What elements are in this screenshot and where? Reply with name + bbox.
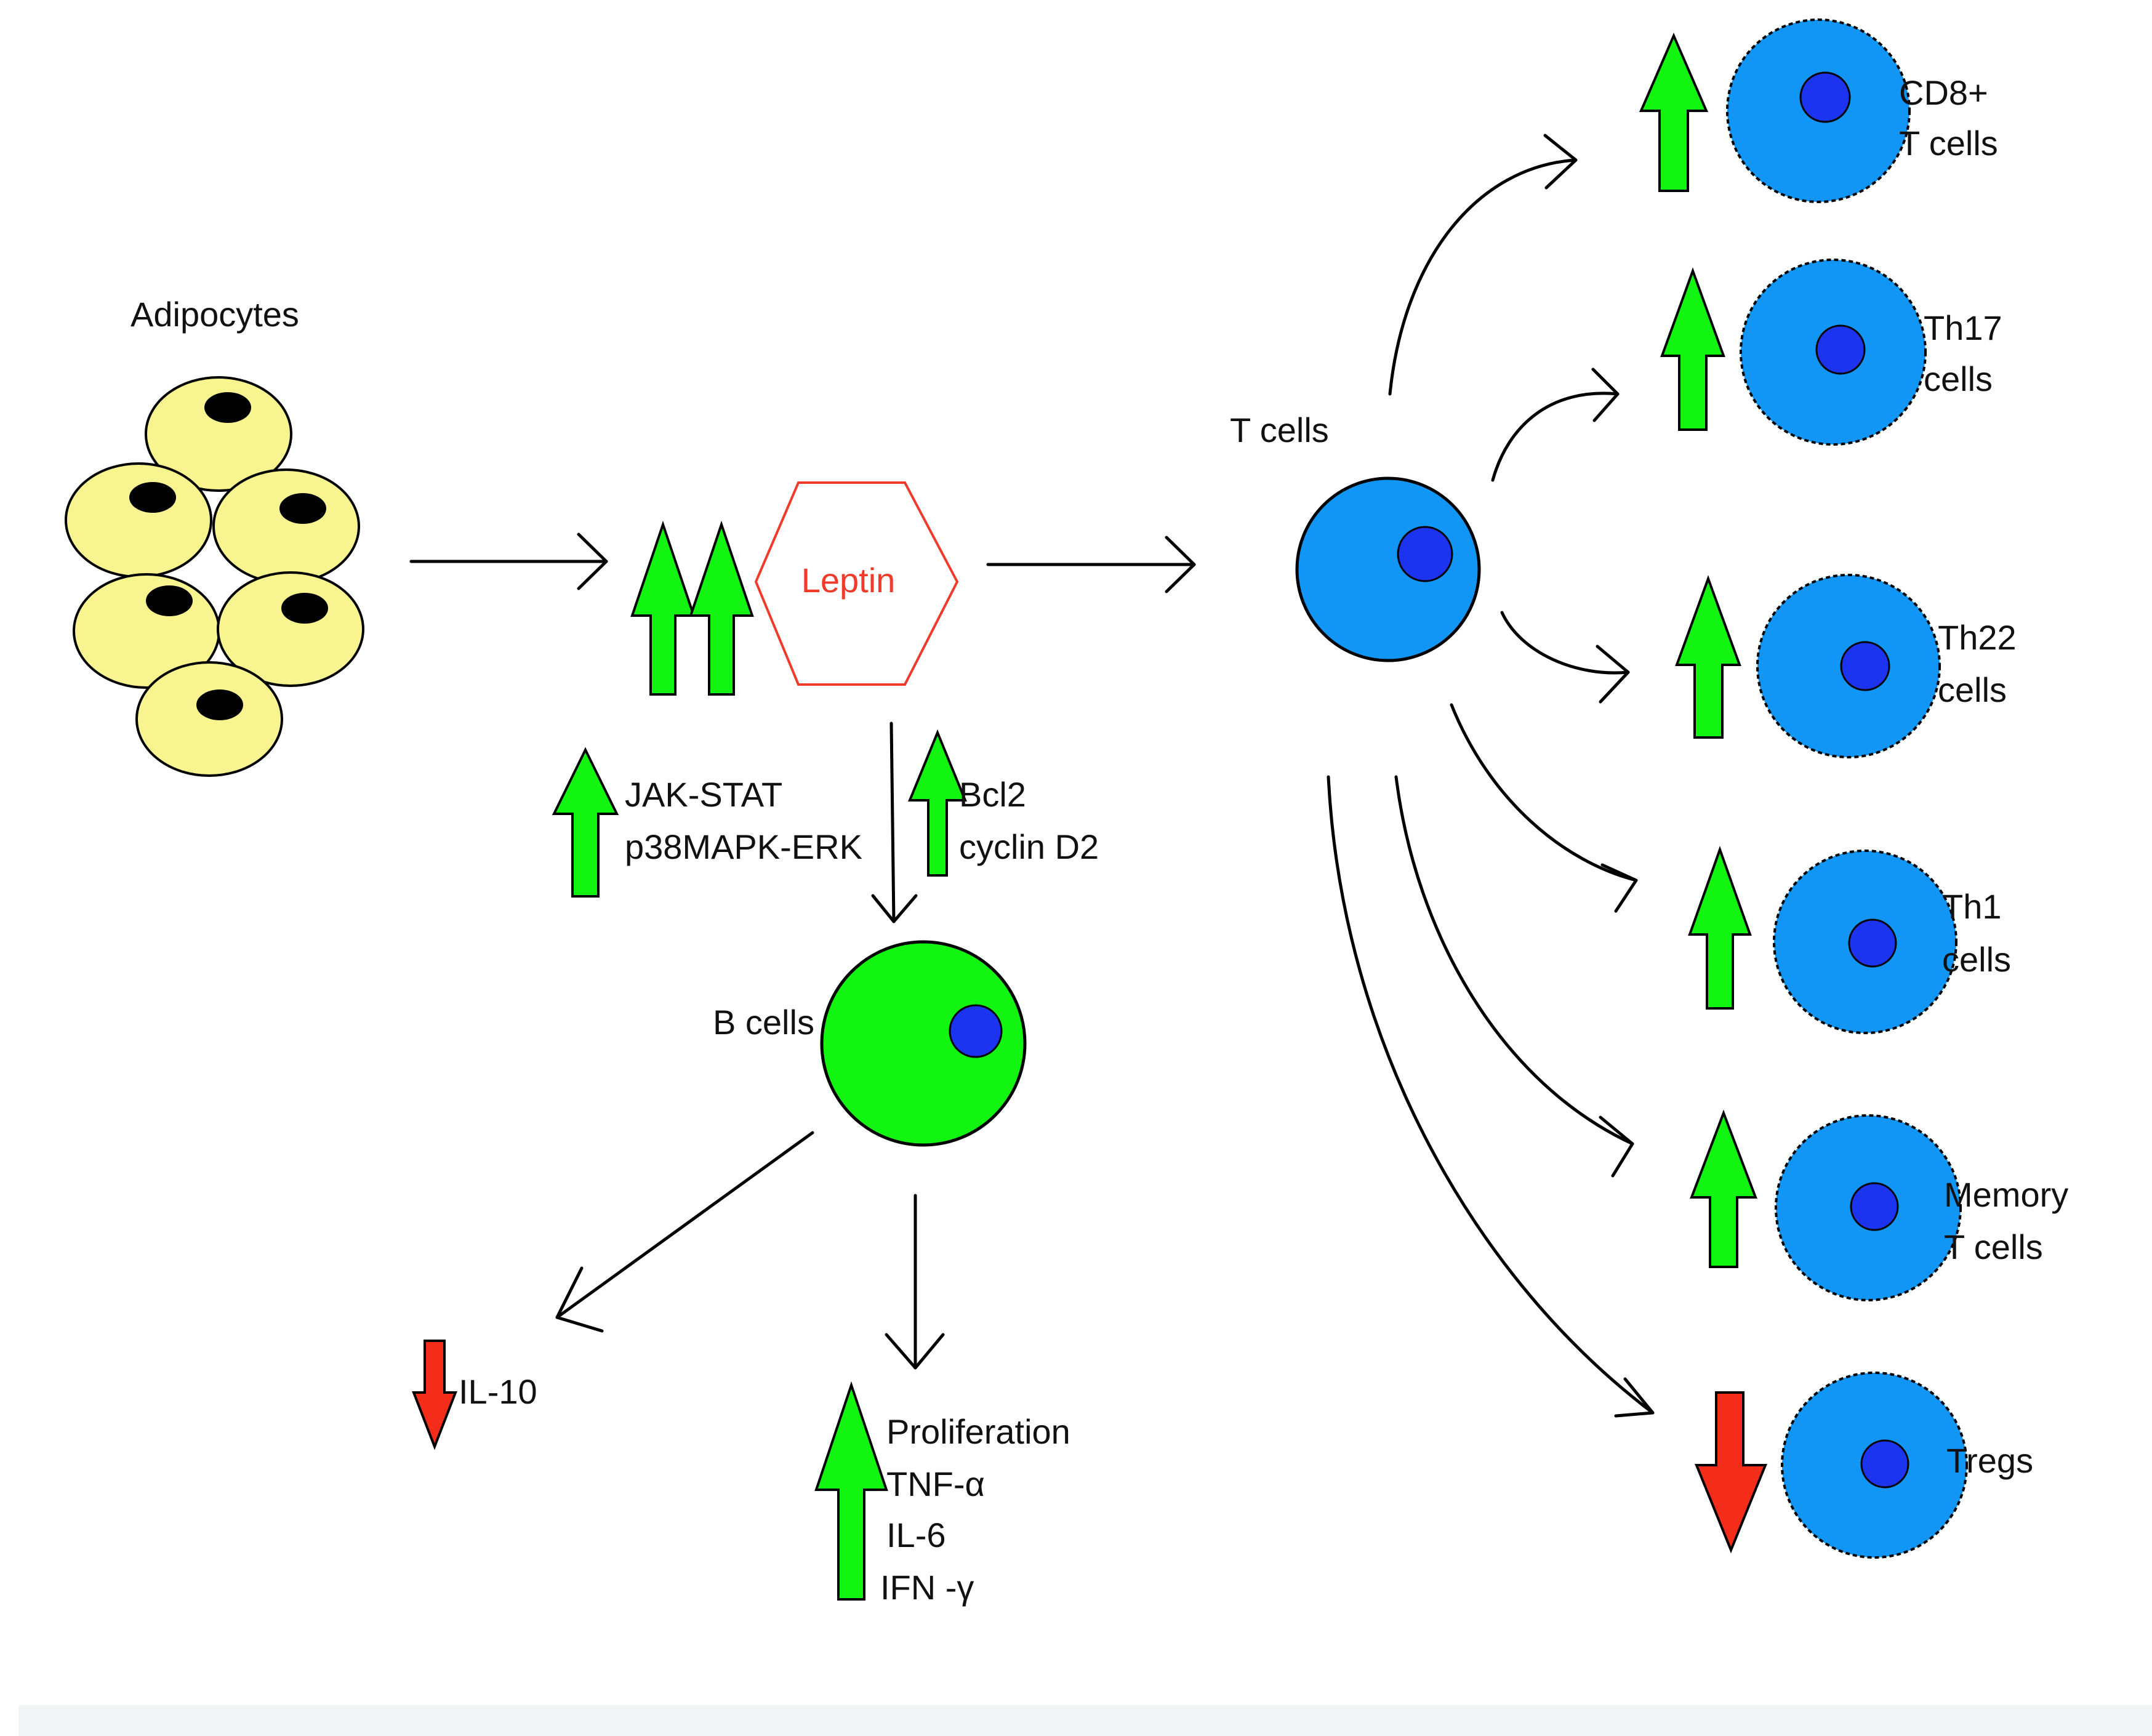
t-cell-nucleus [1397, 526, 1453, 582]
adipocyte [135, 661, 283, 777]
arrow-b-cells-to-proliferation [885, 1194, 945, 1370]
tnf-alpha-label: TNF-α [886, 1465, 985, 1503]
il6-label: IL-6 [886, 1516, 946, 1554]
t-subset-nucleus [1850, 1182, 1899, 1231]
increase-arrow [1690, 1109, 1757, 1268]
t-subset-label-line2: cells [1938, 670, 2007, 709]
arrow-t-cells-to-memory [1394, 775, 1634, 1178]
cyclin-d2-label: cyclin D2 [959, 827, 1099, 866]
arrow-leptin-to-t-cells [986, 536, 1196, 593]
adipocyte-nucleus [279, 493, 326, 524]
t-subset-label-line1: Th1 [1942, 887, 2002, 926]
t-subset-nucleus [1840, 641, 1890, 691]
arrow-t-cells-to-tregs [1327, 775, 1655, 1418]
arrow-t-cells-to-th22 [1500, 611, 1630, 704]
t-subset-tregs: Tregs [1695, 1372, 2033, 1559]
arrow-t-cells-to-cd8 [1388, 134, 1578, 396]
adipocyte [212, 468, 360, 584]
increase-arrow [552, 747, 619, 898]
t-subset-label-line2: cells [1942, 940, 2011, 979]
t-subset-label-line1: Th17 [1924, 308, 2002, 347]
proliferation-label: Proliferation [886, 1412, 1070, 1451]
t-subset-cd8: CD8+ T cells [1639, 18, 1998, 203]
bcl2-label: Bcl2 [959, 775, 1026, 814]
t-cell [1295, 476, 1481, 662]
t-subset-nucleus [1815, 324, 1866, 375]
arrow-leptin-to-b-cells [871, 721, 918, 923]
increase-arrow [1675, 575, 1741, 739]
leptin-hexagon [754, 481, 959, 686]
t-subset-label-line1: Memory [1944, 1175, 2068, 1214]
adipocyte-nucleus [196, 689, 243, 720]
t-subset-label-line1: Tregs [1946, 1441, 2033, 1480]
t-cells-label: T cells [1230, 411, 1329, 449]
ifn-gamma-label: IFN -γ [880, 1568, 974, 1607]
bottom-band [18, 1705, 2152, 1736]
b-cells-label: B cells [713, 1003, 814, 1042]
increase-arrow [908, 729, 967, 877]
t-subset-label-line1: CD8+ [1899, 73, 1988, 112]
t-subset-th17: Th17 cells [1660, 259, 2002, 446]
t-subset-memory: Memory T cells [1690, 1109, 2068, 1301]
increase-arrow [689, 520, 754, 696]
t-subset-label-line2: cells [1924, 360, 1993, 398]
b-cell [820, 940, 1027, 1147]
adipocyte [65, 462, 212, 578]
adipocyte [217, 571, 364, 687]
t-subset-th1: Th1 cells [1688, 846, 2011, 1034]
adipocyte [145, 376, 292, 492]
leptin-label: Leptin [801, 561, 896, 600]
arrow-adipocytes-to-leptin [409, 532, 608, 590]
adipocyte-nucleus [129, 482, 176, 513]
increase-arrow [630, 520, 696, 696]
increase-arrow [1660, 267, 1725, 431]
t-subset-nucleus [1799, 71, 1851, 123]
t-subset-label-line2: T cells [1899, 124, 1998, 163]
arrow-b-cells-to-il10 [555, 1131, 814, 1333]
t-subset-label-line2: T cells [1944, 1228, 2043, 1266]
increase-arrow [1688, 846, 1752, 1010]
jak-stat-label: JAK-STAT [625, 775, 782, 814]
decrease-arrow [412, 1340, 457, 1450]
decrease-arrow [1695, 1391, 1767, 1554]
adipocyte-nucleus [204, 392, 251, 423]
t-subset-th22: Th22 cells [1675, 574, 2017, 758]
b-cell-nucleus [949, 1004, 1003, 1058]
p38mapk-erk-label: p38MAPK-ERK [625, 827, 862, 866]
il10-label: IL-10 [459, 1372, 537, 1411]
increase-arrow [1639, 32, 1709, 192]
adipocytes-label: Adipocytes [130, 295, 299, 334]
adipocyte-nucleus [281, 593, 328, 624]
t-subset-label-line1: Th22 [1938, 618, 2017, 657]
arrow-t-cells-to-th17 [1491, 368, 1620, 482]
t-subset-nucleus [1848, 918, 1897, 968]
t-subset-nucleus [1860, 1439, 1909, 1489]
adipocyte-cluster [65, 376, 364, 777]
adipocyte-nucleus [146, 585, 193, 616]
increase-arrow [814, 1381, 888, 1601]
arrow-t-cells-to-th1 [1450, 703, 1638, 913]
